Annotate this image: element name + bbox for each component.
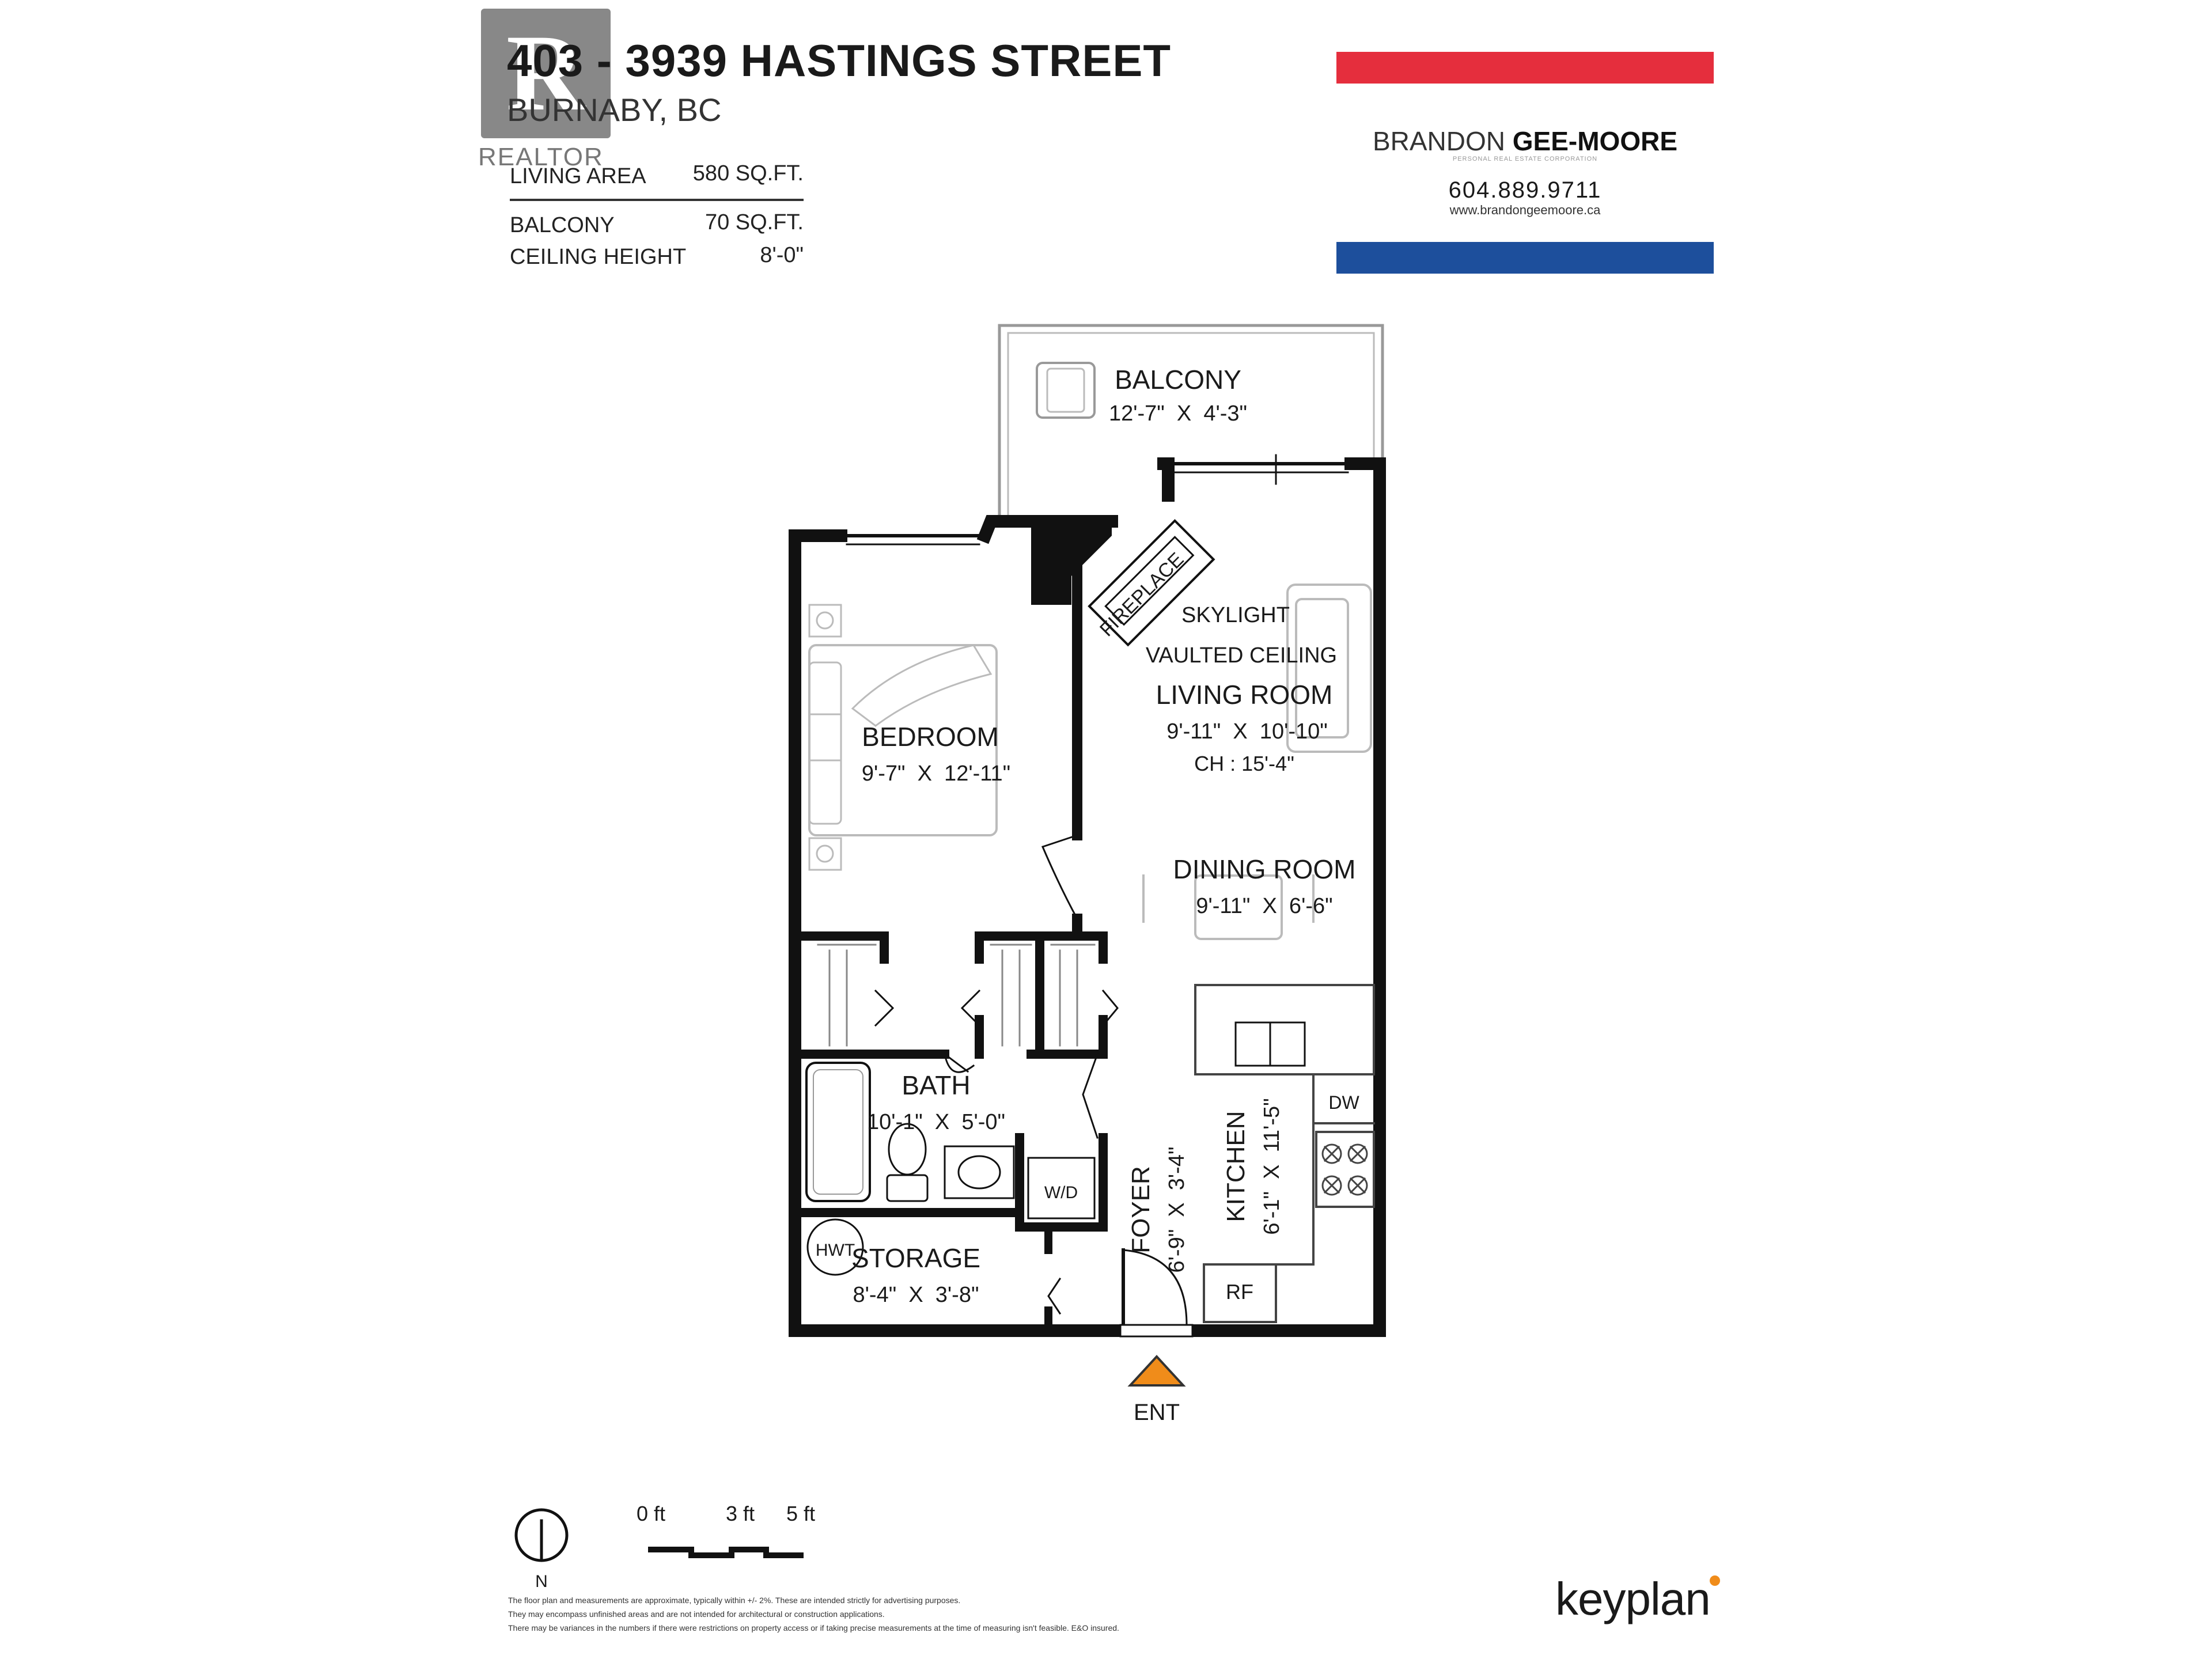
closet-bifold-doors <box>874 989 1119 1027</box>
entrance-arrow-icon <box>1127 1355 1186 1387</box>
sofa <box>1286 584 1372 753</box>
disclaimer-line-1: The floor plan and measurements are appr… <box>508 1596 961 1605</box>
bathtub <box>805 1062 871 1202</box>
storage-label: STORAGE <box>851 1243 980 1273</box>
scale-label-5: 5 ft <box>786 1502 815 1525</box>
kitchen-counter <box>1203 1073 1315 1323</box>
stat-label-balcony: BALCONY <box>510 213 615 237</box>
living-room-ceiling-height: CH : 15'-4" <box>1194 752 1294 775</box>
bedroom-door-swing <box>1041 834 1079 921</box>
refrigerator-label: RF <box>1226 1280 1253 1304</box>
realtor-logo-wordmark: REALTOR <box>478 143 604 171</box>
scale-label-0: 0 ft <box>637 1502 665 1525</box>
closet-walls <box>790 931 1108 1059</box>
entry-threshold <box>1119 1324 1194 1338</box>
agent-phone: 604.889.9711 <box>1448 177 1602 203</box>
bedroom-label: BEDROOM <box>862 722 999 752</box>
closet-rods <box>817 944 1096 1047</box>
bath-label: BATH <box>902 1070 970 1100</box>
realtor-logo <box>481 9 611 138</box>
north-label: N <box>535 1572 548 1591</box>
wd-bifold-door <box>1082 1053 1099 1139</box>
brand-bar-red <box>1336 52 1714 84</box>
agent-name: BRANDON GEE-MOORE <box>1336 126 1714 157</box>
lamp-top-icon <box>816 611 834 630</box>
bedroom-dims: 9'-7" X 12'-11" <box>862 762 1010 786</box>
cooktop-burners <box>1321 1143 1368 1196</box>
living-note-vaulted: VAULTED CEILING <box>1146 643 1337 668</box>
washer-dryer <box>1027 1157 1096 1219</box>
refrigerator <box>1203 1263 1277 1323</box>
hot-water-tank <box>806 1218 864 1276</box>
agent-subtitle: PERSONAL REAL ESTATE CORPORATION <box>1452 156 1598 162</box>
bath-door-swing <box>944 1053 975 1073</box>
balcony-outline <box>998 324 1384 517</box>
agent-first-name: BRANDON <box>1372 126 1505 156</box>
brand-bar-blue <box>1336 242 1714 274</box>
realtor-logo-letter: R <box>506 13 586 134</box>
exterior-walls <box>789 457 1386 1337</box>
scale-bar <box>648 1547 804 1558</box>
scale-label-3: 3 ft <box>726 1502 755 1525</box>
washer-dryer-closet <box>1015 1133 1108 1232</box>
sink-basin <box>957 1155 1001 1190</box>
cooktop <box>1315 1131 1375 1208</box>
foyer-label: FOYER <box>1127 1166 1155 1253</box>
entry-door-swing <box>1122 1249 1188 1326</box>
stat-value-balcony: 70 SQ.FT. <box>704 210 804 234</box>
living-room-label: LIVING ROOM <box>1156 680 1333 710</box>
stat-label-ceiling-height: CEILING HEIGHT <box>510 245 687 269</box>
dining-table <box>1142 874 1315 940</box>
keyplan-logo-accent <box>1710 1575 1720 1586</box>
balcony-label: BALCONY <box>1115 365 1241 395</box>
vanity <box>944 1145 1015 1199</box>
kitchen-label: KITCHEN <box>1222 1111 1250 1222</box>
fireplace-chimney <box>1031 521 1112 605</box>
nightstand-top <box>808 604 842 638</box>
dining-room-dims: 9'-11" X 6'-6" <box>1196 894 1332 918</box>
toilet-bowl <box>888 1123 927 1176</box>
bed <box>808 644 998 836</box>
kitchen-dims: 6'-1" X 11'-5" <box>1260 1098 1284 1234</box>
hot-water-tank-label: HWT <box>816 1241 855 1260</box>
fireplace-label: FIREPLACE <box>1096 548 1188 641</box>
kitchen-island <box>1194 984 1375 1075</box>
bath-door <box>943 1052 969 1073</box>
stat-value-ceiling-height: 8'-0" <box>760 243 804 267</box>
living-note-skylight: SKYLIGHT <box>1181 603 1290 627</box>
keyplan-logo: keyplan <box>1555 1573 1711 1624</box>
storage-dims: 8'-4" X 3'-8" <box>853 1283 979 1307</box>
dishwasher-label: DW <box>1328 1092 1359 1113</box>
fireplace-unit <box>1088 519 1215 647</box>
stat-value-living-area: 580 SQ.FT. <box>692 161 804 185</box>
toilet-tank <box>886 1174 929 1202</box>
disclaimer-line-2: They may encompass unfinished areas and … <box>508 1609 885 1619</box>
disclaimer-line-3: There may be variances in the numbers if… <box>508 1623 1119 1633</box>
balcony-dims: 12'-7" X 4'-3" <box>1109 402 1247 426</box>
agent-website: www.brandongeemoore.ca <box>1449 203 1601 217</box>
address-title: 403 - 3939 HASTINGS STREET <box>507 35 1172 86</box>
storage-door <box>1047 1277 1062 1315</box>
bathtub-inner <box>813 1069 863 1195</box>
foyer-dims: 6'-9" X 3'-4" <box>1165 1147 1189 1273</box>
washer-dryer-label: W/D <box>1044 1183 1078 1202</box>
bath-dims: 10'-1" X 5'-0" <box>867 1110 1005 1134</box>
lamp-bottom-icon <box>816 844 834 863</box>
city-subtitle: BURNABY, BC <box>507 92 722 128</box>
dining-room-label: DINING ROOM <box>1173 854 1356 884</box>
stats-divider <box>510 199 804 201</box>
stat-label-living-area: LIVING AREA <box>510 164 646 188</box>
living-room-dims: 9'-11" X 10'-10" <box>1166 719 1328 744</box>
north-arrow-icon <box>514 1508 569 1562</box>
agent-last-name: GEE-MOORE <box>1512 126 1678 156</box>
entrance-label: ENT <box>1134 1400 1180 1425</box>
nightstand-bottom <box>808 837 842 871</box>
